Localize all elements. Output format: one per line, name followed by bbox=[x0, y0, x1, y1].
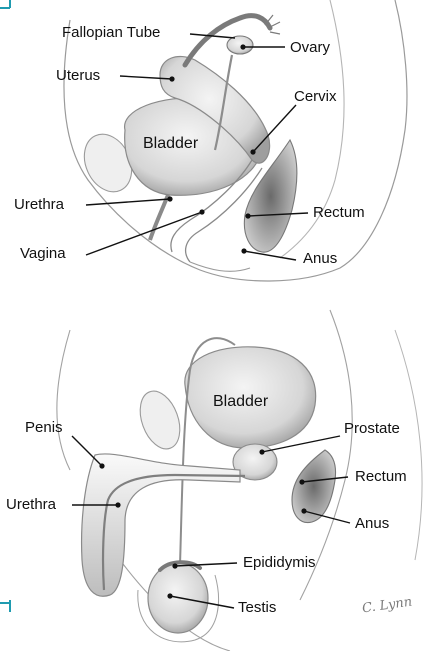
dot-vagina bbox=[199, 209, 204, 214]
label-penis: Penis bbox=[25, 419, 63, 436]
dot-penis bbox=[99, 463, 104, 468]
male-pubic-bone bbox=[133, 386, 187, 455]
dot-prostate bbox=[259, 449, 264, 454]
female-fallopian-tube-shape bbox=[185, 16, 270, 65]
label-testis: Testis bbox=[238, 599, 276, 616]
label-rectum-male: Rectum bbox=[355, 468, 407, 485]
dot-rectum-m bbox=[299, 479, 304, 484]
male-thigh-outline bbox=[395, 330, 422, 560]
label-cervix: Cervix bbox=[294, 88, 337, 105]
dot-anus bbox=[241, 248, 246, 253]
leader-urethra bbox=[86, 199, 170, 205]
female-urethra-shape bbox=[150, 195, 168, 240]
label-anus-female: Anus bbox=[303, 250, 337, 267]
label-ovary: Ovary bbox=[290, 39, 330, 56]
label-prostate: Prostate bbox=[344, 420, 400, 437]
dot-cervix bbox=[250, 149, 255, 154]
leader-vagina bbox=[86, 212, 202, 255]
leader-penis bbox=[72, 436, 102, 466]
female-anatomy-drawing bbox=[64, 0, 407, 281]
label-bladder-male: Bladder bbox=[213, 393, 268, 410]
female-ovary-shape bbox=[227, 36, 253, 54]
label-uterus: Uterus bbox=[56, 67, 100, 84]
label-urethra-male: Urethra bbox=[6, 496, 56, 513]
label-vagina: Vagina bbox=[20, 245, 66, 262]
label-fallopian-tube: Fallopian Tube bbox=[62, 24, 160, 41]
label-anus-male: Anus bbox=[355, 515, 389, 532]
dot-uterus bbox=[169, 76, 174, 81]
dot-rectum bbox=[245, 213, 250, 218]
dot-urethra-m bbox=[115, 502, 120, 507]
dot-ovary bbox=[240, 44, 245, 49]
label-bladder-female: Bladder bbox=[143, 135, 198, 152]
label-rectum-female: Rectum bbox=[313, 204, 365, 221]
label-epididymis: Epididymis bbox=[243, 554, 316, 571]
dot-epididymis bbox=[172, 563, 177, 568]
male-rectum-shape bbox=[292, 450, 336, 523]
label-urethra-female: Urethra bbox=[14, 196, 64, 213]
dot-anus-m bbox=[301, 508, 306, 513]
dot-urethra bbox=[167, 196, 172, 201]
dot-testis bbox=[167, 593, 172, 598]
